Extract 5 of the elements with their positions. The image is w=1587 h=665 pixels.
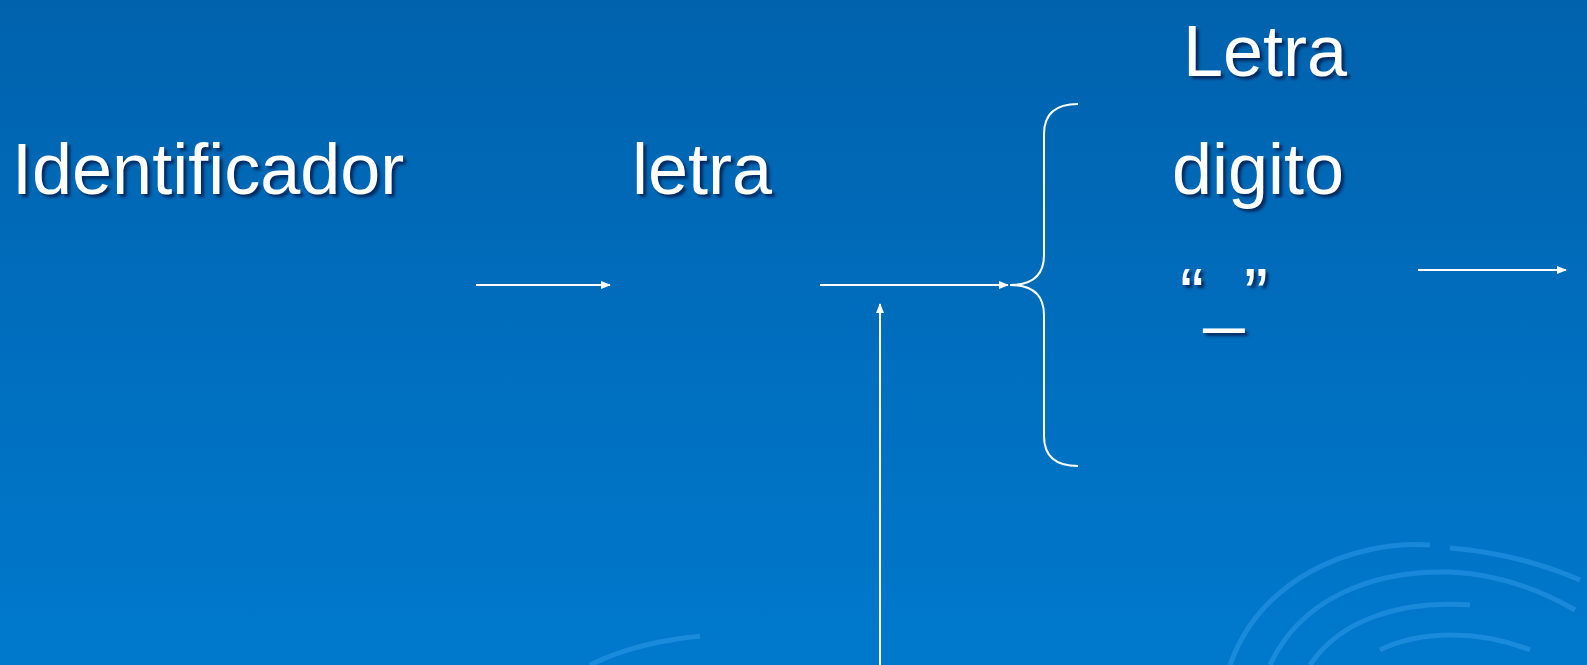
curly-brace	[1009, 103, 1079, 467]
term-text: letra	[632, 133, 773, 205]
term-text: Identificador	[12, 133, 405, 205]
arrow	[819, 281, 1009, 289]
option-text: Letra	[1183, 15, 1348, 87]
